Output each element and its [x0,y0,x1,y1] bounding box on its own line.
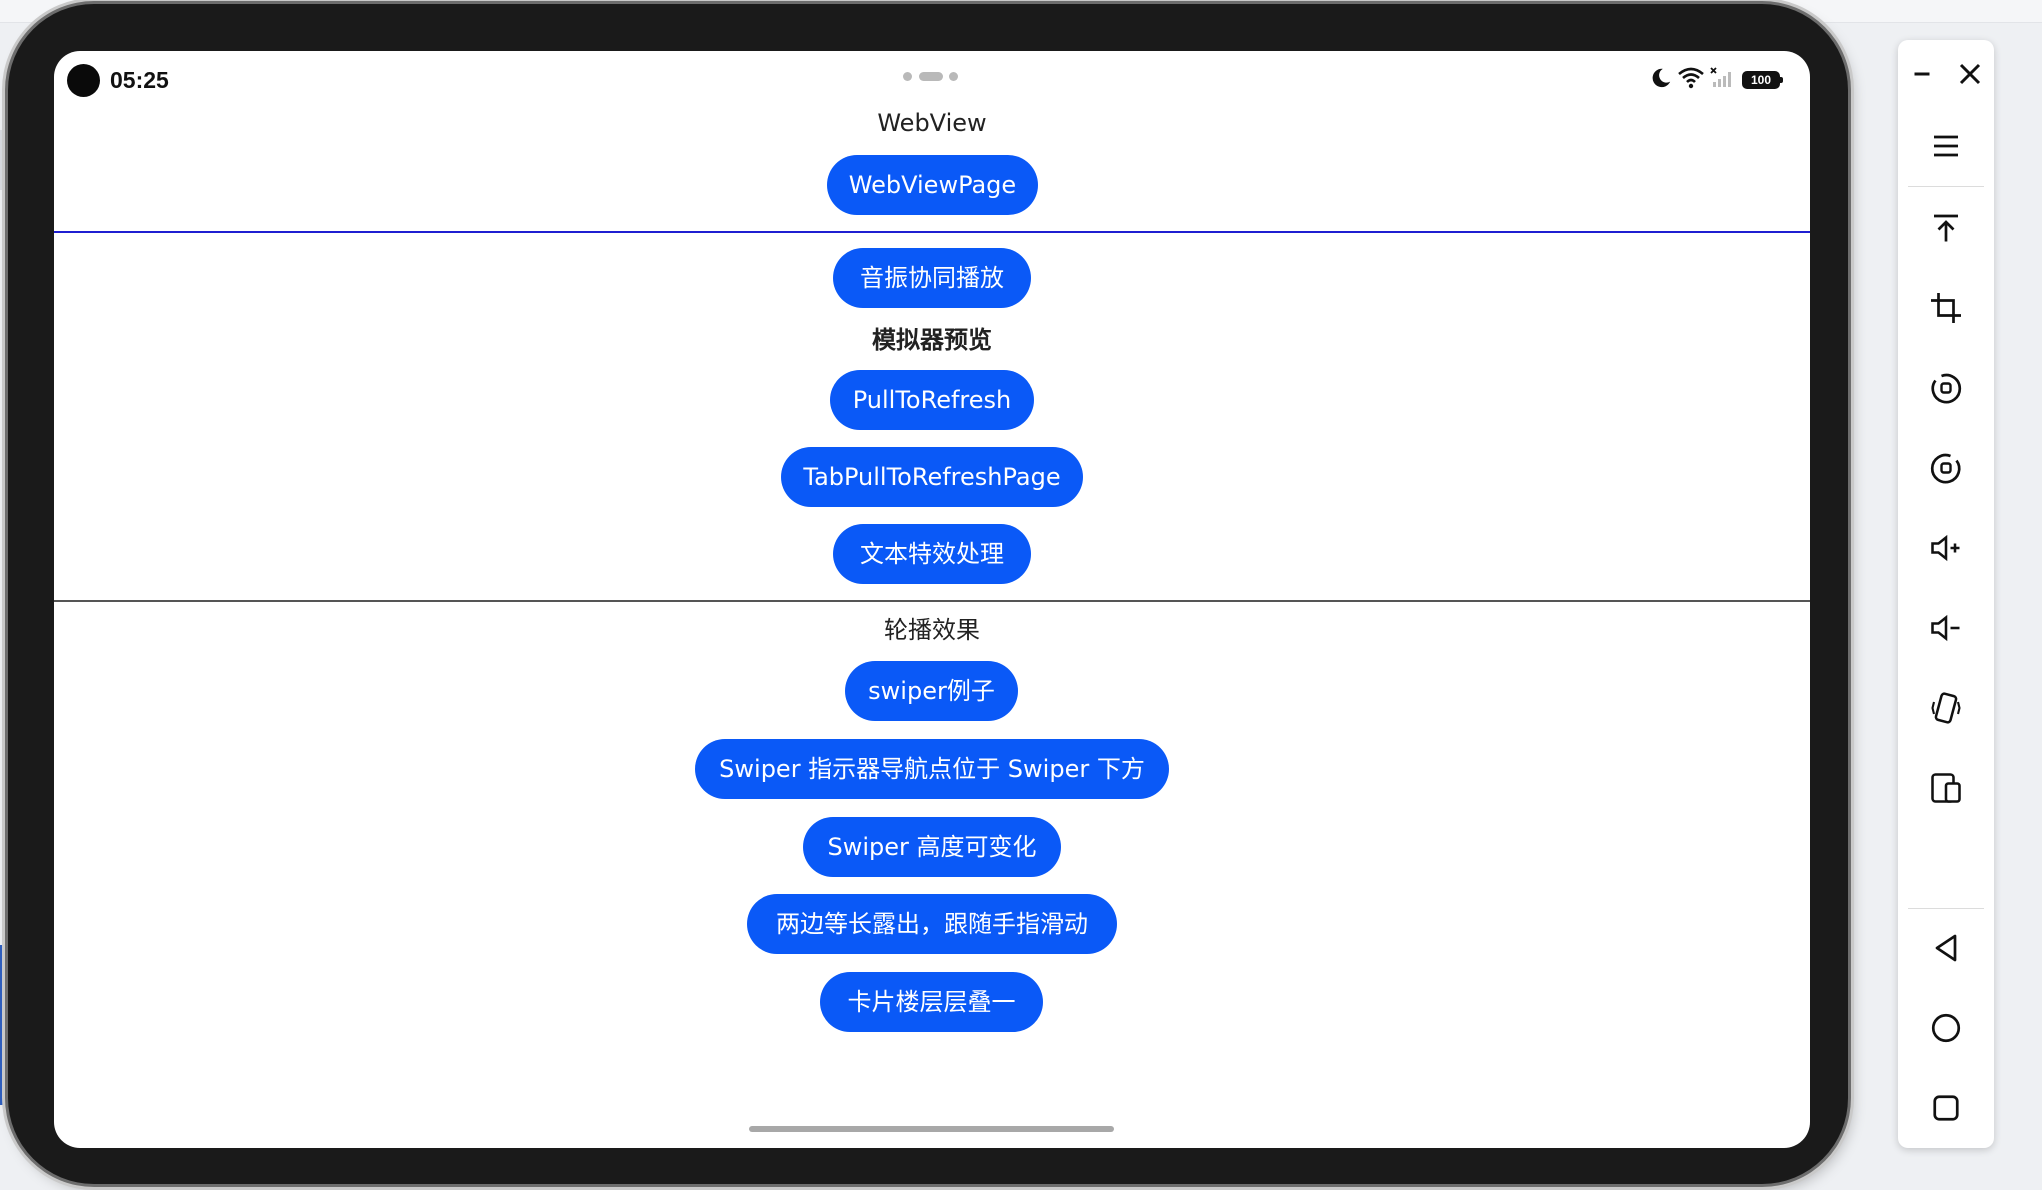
menu-icon[interactable] [1916,116,1976,176]
section-label-emulator: 模拟器预览 [872,326,992,354]
section-label-webview: WebView [877,109,987,137]
multi-device-icon[interactable] [1916,758,1976,818]
app-content: WebView WebViewPage 音振协同播放 模拟器预览 PullToR… [54,51,1810,1148]
camera-hole [67,64,100,97]
minimize-icon[interactable] [1900,44,1944,104]
divider [54,600,1810,602]
home-indicator[interactable] [749,1126,1114,1132]
battery-icon: 100 [1742,71,1783,89]
device-frame: 05:25 [8,4,1848,1184]
recent-apps-icon[interactable] [1916,1078,1976,1138]
tab-pull-to-refresh-button[interactable]: TabPullToRefreshPage [781,447,1083,507]
webview-page-button[interactable]: WebViewPage [827,155,1038,215]
emulator-toolbar [1898,40,1994,1148]
host-window-edge [0,130,8,190]
card-stack-button[interactable]: 卡片楼层层叠一 [820,972,1043,1032]
handle-bar [919,72,943,81]
toolbar-separator [1908,186,1984,187]
window-handle[interactable] [903,70,963,82]
back-icon[interactable] [1916,918,1976,978]
pin-top-icon[interactable] [1916,198,1976,258]
status-icons: 100 [1650,67,1783,93]
text-effect-button[interactable]: 文本特效处理 [833,524,1031,584]
audio-haptic-button[interactable]: 音振协同播放 [833,248,1031,308]
handle-dot [903,72,912,81]
handle-dot [949,72,958,81]
swiper-example-button[interactable]: swiper例子 [845,661,1018,721]
toolbar-separator [1908,908,1984,909]
battery-level: 100 [1750,73,1772,87]
device-screen: 05:25 [54,51,1810,1148]
both-sides-swiper-button[interactable]: 两边等长露出，跟随手指滑动 [747,894,1117,954]
section-label-carousel: 轮播效果 [884,616,980,644]
swiper-indicator-button[interactable]: Swiper 指示器导航点位于 Swiper 下方 [695,739,1169,799]
status-time: 05:25 [110,67,169,93]
shake-icon[interactable] [1916,678,1976,738]
moon-icon [1650,67,1672,93]
crop-icon[interactable] [1916,278,1976,338]
swiper-height-button[interactable]: Swiper 高度可变化 [803,817,1061,877]
home-icon[interactable] [1916,998,1976,1058]
volume-up-icon[interactable] [1916,518,1976,578]
signal-icon [1710,67,1736,93]
wifi-icon [1678,67,1704,93]
host-window-blue-edge [0,945,6,1105]
rotate-left-icon[interactable] [1916,358,1976,418]
rotate-right-icon[interactable] [1916,438,1976,498]
pull-to-refresh-button[interactable]: PullToRefresh [830,370,1034,430]
divider [54,231,1810,233]
close-icon[interactable] [1948,44,1992,104]
volume-down-icon[interactable] [1916,598,1976,658]
